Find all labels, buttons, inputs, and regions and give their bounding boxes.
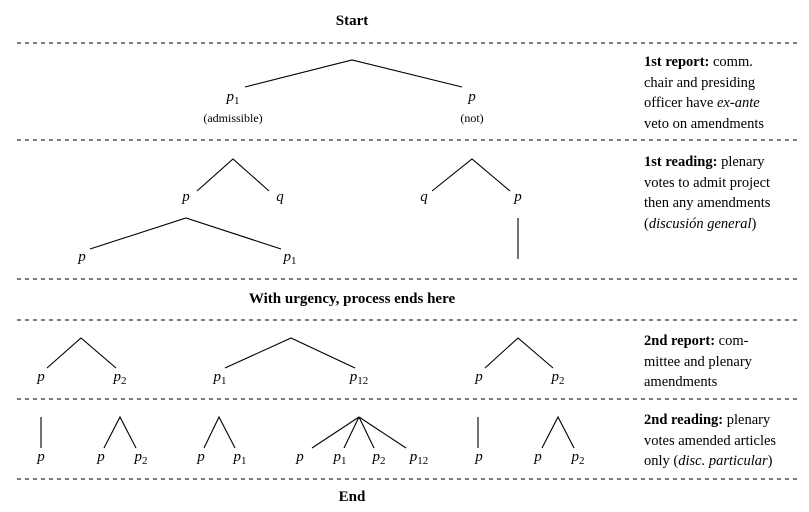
node-r3-a1: p [37, 369, 45, 385]
node-r4-3: p2 [134, 449, 148, 467]
desc-second-report: 2nd report: com- mittee and plenary amen… [644, 333, 752, 390]
node-r1-not: p [468, 89, 476, 105]
node-r4-8: p2 [372, 449, 386, 467]
node-r4-10: p [475, 449, 483, 465]
branch-row4-3 [203, 415, 236, 449]
desc-second-reading-head: 2nd reading: [644, 412, 724, 428]
desc-second-reading: 2nd reading: plenary votes amended artic… [644, 412, 777, 469]
node-r4-7: p1 [333, 449, 347, 467]
branch-row2-a [196, 158, 270, 192]
node-r2-b1: q [420, 189, 428, 205]
node-r2-c2: p1 [283, 249, 297, 267]
branch-row4-2 [103, 415, 137, 449]
node-r4-9: p12 [409, 449, 429, 467]
branch-row4-6 [541, 415, 575, 449]
branch-row2-c [89, 217, 282, 250]
branch-row2-b [431, 158, 511, 192]
node-r1-admissible: p1 [226, 89, 240, 107]
branch-row3-b [224, 337, 356, 369]
desc-first-report: 1st report: comm. chair and presiding of… [644, 54, 765, 132]
note-admissible: (admissible) [203, 111, 263, 125]
node-r2-b2: p [514, 189, 522, 205]
branch-row4-4 [311, 416, 407, 449]
node-r2-a2: q [276, 189, 284, 205]
node-r4-5: p1 [233, 449, 247, 467]
stage-start: Start [335, 13, 369, 29]
node-r3-c2: p2 [551, 369, 565, 387]
node-r4-6: p [296, 449, 304, 465]
stage-urgency: With urgency, process ends here [248, 291, 456, 307]
node-r4-2: p [97, 449, 105, 465]
desc-first-reading-head: 1st reading: [644, 154, 718, 170]
branch-row3-a [46, 337, 117, 369]
node-r3-b2: p12 [349, 369, 369, 387]
stage-end: End [338, 489, 366, 505]
node-r3-c1: p [475, 369, 483, 385]
node-r4-4: p [197, 449, 205, 465]
node-r4-12: p2 [571, 449, 585, 467]
branch-row3-c [484, 337, 554, 369]
node-r2-a1: p [182, 189, 190, 205]
node-r3-b1: p1 [213, 369, 227, 387]
node-r4-1: p [37, 449, 45, 465]
branch-row1 [244, 59, 463, 88]
node-r2-c1: p [78, 249, 86, 265]
desc-first-reading: 1st reading: plenary votes to admit proj… [644, 154, 771, 232]
desc-second-report-head: 2nd report: [644, 333, 716, 349]
desc-first-report-head: 1st report: [644, 54, 710, 70]
node-r4-11: p [534, 449, 542, 465]
note-not: (not) [460, 111, 484, 125]
node-r3-a2: p2 [113, 369, 127, 387]
